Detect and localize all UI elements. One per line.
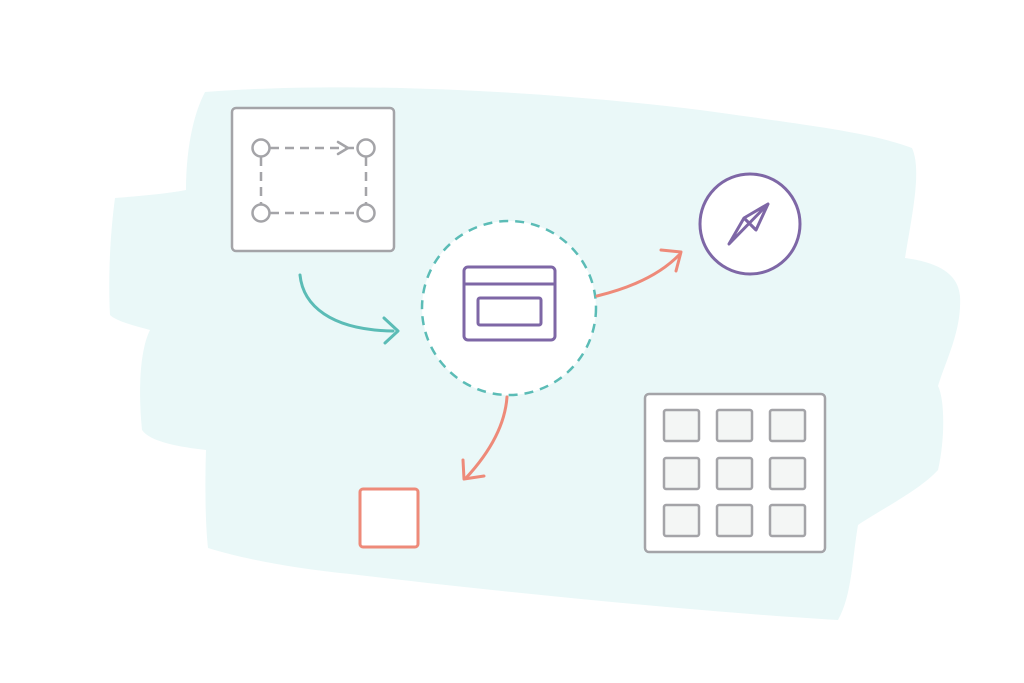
compass-icon — [727, 202, 770, 246]
browser-window-icon — [462, 265, 557, 342]
grid-tile — [768, 503, 807, 538]
compass-node — [698, 172, 802, 276]
marquee-selection-icon — [251, 138, 376, 223]
selection-card — [230, 106, 396, 253]
handle-top-right — [356, 138, 376, 158]
grid-tile — [768, 408, 807, 443]
grid-card — [643, 392, 827, 554]
square-shape-icon — [358, 487, 420, 549]
handle-bottom-left — [251, 203, 271, 223]
grid-tile — [715, 456, 754, 491]
selection-card-frame — [230, 106, 396, 253]
grid-3x3-icon — [662, 408, 807, 538]
grid-tile — [715, 408, 754, 443]
grid-tile — [662, 408, 701, 443]
grid-tile — [662, 503, 701, 538]
center-node — [420, 219, 598, 397]
grid-tile — [662, 456, 701, 491]
grid-tile — [768, 456, 807, 491]
center-dashed-circle — [420, 219, 598, 397]
handle-top-left — [251, 138, 271, 158]
grid-tile — [715, 503, 754, 538]
arrow-to-compass — [595, 248, 683, 298]
handle-bottom-right — [356, 203, 376, 223]
arrow-to-center — [298, 273, 400, 345]
arrow-to-square — [461, 395, 509, 481]
